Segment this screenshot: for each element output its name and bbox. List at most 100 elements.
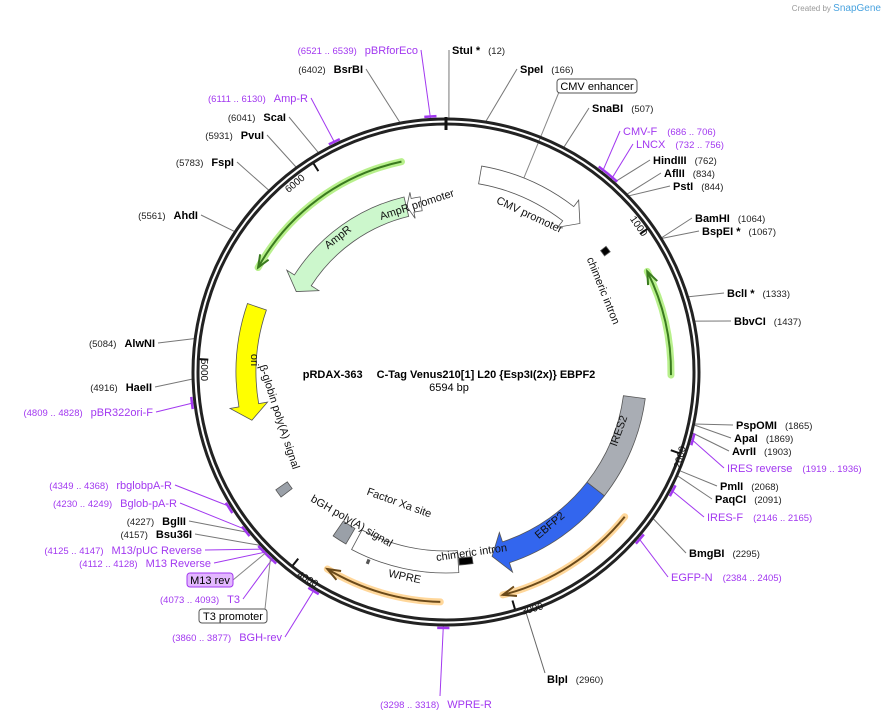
primer-label[interactable]: (6111 .. 6130)Amp-R — [208, 93, 308, 105]
feature-ampr[interactable] — [285, 196, 410, 292]
restriction-site[interactable]: PaqCI(2091) — [715, 494, 782, 506]
primer-name: CMV-F — [623, 126, 658, 138]
feature-chimeric-intron[interactable] — [458, 556, 474, 566]
primer-label[interactable]: (4125 .. 4147)M13/pUC Reverse — [44, 545, 202, 557]
primer-label[interactable]: (3298 .. 3318)WPRE-R — [380, 699, 492, 711]
primer-label[interactable]: EGFP-N(2384 .. 2405) — [671, 572, 782, 584]
restriction-site[interactable]: PspOMI(1865) — [736, 420, 812, 432]
site-name: AflII — [664, 168, 685, 180]
orf-arrow[interactable] — [326, 568, 441, 603]
primer-label[interactable]: (4349 .. 4368)rbglobpA-R — [49, 480, 172, 492]
restriction-site[interactable]: BbvCI(1437) — [734, 316, 801, 328]
restriction-site[interactable]: (5084)AlwNI — [89, 338, 155, 350]
site-name: BsrBI — [334, 64, 363, 76]
primer-label[interactable]: (4112 .. 4128)M13 Reverse — [79, 558, 211, 570]
leader-line — [420, 49, 432, 119]
orf-arrow[interactable] — [257, 160, 402, 269]
boxed-feature-label[interactable]: CMV enhancer — [560, 81, 634, 93]
site-position: (834) — [693, 169, 715, 180]
feature-label: β-globin poly(A) signal — [256, 363, 301, 470]
primer-label[interactable]: (3860 .. 3877)BGH-rev — [172, 632, 282, 644]
leader-line — [638, 537, 669, 578]
leader-line — [677, 475, 713, 500]
restriction-site[interactable]: BclI *(1333) — [727, 288, 790, 300]
primer-label[interactable]: (6521 .. 6539)pBRforEco — [298, 45, 418, 57]
restriction-site[interactable]: (5931)PvuI — [205, 130, 264, 142]
feature-ebfp2[interactable] — [491, 481, 605, 574]
restriction-site[interactable]: BamHI(1064) — [695, 213, 765, 225]
leader-line — [661, 217, 693, 239]
leader-line — [264, 558, 271, 610]
restriction-site[interactable]: StuI *(12) — [452, 45, 505, 57]
primer-label[interactable]: CMV-F(686 .. 706) — [623, 126, 716, 138]
boxed-feature-label[interactable]: M13 rev — [190, 575, 230, 587]
primer-label[interactable]: IRES-F(2146 .. 2165) — [707, 512, 812, 524]
leader-line — [694, 423, 734, 426]
feature-wpre[interactable] — [351, 529, 460, 574]
restriction-site[interactable]: HindIII(762) — [653, 155, 717, 167]
tick-label: 5000 — [198, 359, 209, 382]
site-position: (2068) — [751, 482, 778, 493]
restriction-site[interactable]: (5783)FspI — [176, 157, 234, 169]
primer-binding-mark — [607, 172, 619, 183]
restriction-site[interactable]: SpeI (166) — [520, 64, 573, 76]
restriction-site[interactable]: (4227)BglII — [127, 516, 186, 528]
leader-line — [194, 533, 261, 546]
boxed-feature-label[interactable]: T3 promoter — [203, 611, 263, 623]
primer-binding-mark — [634, 533, 645, 545]
primer-label[interactable]: (4230 .. 4249)Bglob-pA-R — [53, 498, 177, 510]
feature-factor-xa-site[interactable] — [365, 558, 371, 565]
restriction-site[interactable]: SnaBI(507) — [592, 103, 653, 115]
site-position: (762) — [695, 156, 717, 167]
leader-line — [236, 161, 270, 191]
site-name: BmgBI — [689, 548, 724, 560]
site-name: PstI — [673, 181, 693, 193]
boxed-label-frame — [198, 608, 268, 624]
leader-line — [563, 107, 590, 148]
restriction-site[interactable]: PstI(844) — [673, 181, 723, 193]
feature--globin-poly-a-signal[interactable] — [275, 481, 293, 498]
primer-label[interactable]: (4073 .. 4093)T3 — [160, 594, 240, 606]
restriction-site[interactable]: (6041)ScaI — [228, 112, 286, 124]
restriction-site[interactable]: BlpI(2960) — [547, 674, 603, 686]
primer-label[interactable]: (4809 .. 4828)pBR322ori-F — [23, 407, 153, 419]
site-name: SpeI — [520, 64, 543, 76]
restriction-site[interactable]: (6402)BsrBI — [298, 64, 363, 76]
restriction-site[interactable]: AvrII(1903) — [732, 446, 792, 458]
leader-line — [688, 292, 725, 298]
primer-name: IRES reverse — [727, 463, 792, 475]
restriction-site[interactable]: ApaI(1869) — [734, 433, 793, 445]
leader-line — [610, 143, 634, 180]
plasmid-description: C-Tag Venus210[1] L20 {Esp3I(2x)} EBPF2 — [377, 369, 596, 381]
restriction-site[interactable]: (4916)HaeII — [90, 382, 152, 394]
primer-range: (4349 .. 4368) — [49, 481, 108, 492]
leader-line — [694, 424, 732, 439]
feature-chimeric-intron[interactable] — [599, 245, 611, 257]
restriction-site[interactable]: PmlI(2068) — [720, 481, 779, 493]
site-name: BbvCI — [734, 316, 766, 328]
site-position: (166) — [551, 65, 573, 76]
feature-bgh-poly-a-signal[interactable] — [332, 520, 356, 545]
restriction-site[interactable]: (4157)Bsu36I — [120, 529, 192, 541]
feature-cmv-promoter[interactable] — [478, 165, 581, 228]
restriction-site[interactable]: AflII (834) — [664, 168, 715, 180]
leader-line — [365, 68, 401, 123]
site-name: AhdI — [174, 210, 198, 222]
orf-arrow[interactable] — [646, 270, 672, 376]
feature-ori[interactable] — [228, 303, 269, 421]
restriction-site[interactable]: (5561)AhdI — [138, 210, 198, 222]
feature-ampr-promoter[interactable] — [406, 192, 423, 219]
leader-line — [661, 230, 700, 239]
primer-label[interactable]: IRES reverse(1919 .. 1936) — [727, 463, 862, 475]
tick-label: 3000 — [520, 601, 545, 617]
leader-line — [284, 589, 315, 638]
orf-arrow[interactable] — [502, 516, 626, 596]
primer-name: pBR322ori-F — [91, 407, 154, 419]
leader-line — [485, 68, 518, 122]
restriction-site[interactable]: BspEI *(1067) — [702, 226, 776, 238]
primer-label[interactable]: LNCX(732 .. 756) — [636, 139, 724, 151]
site-name: Bsu36I — [156, 529, 192, 541]
leader-line — [652, 518, 687, 554]
restriction-site[interactable]: BmgBI(2295) — [689, 548, 760, 560]
features — [228, 158, 675, 606]
